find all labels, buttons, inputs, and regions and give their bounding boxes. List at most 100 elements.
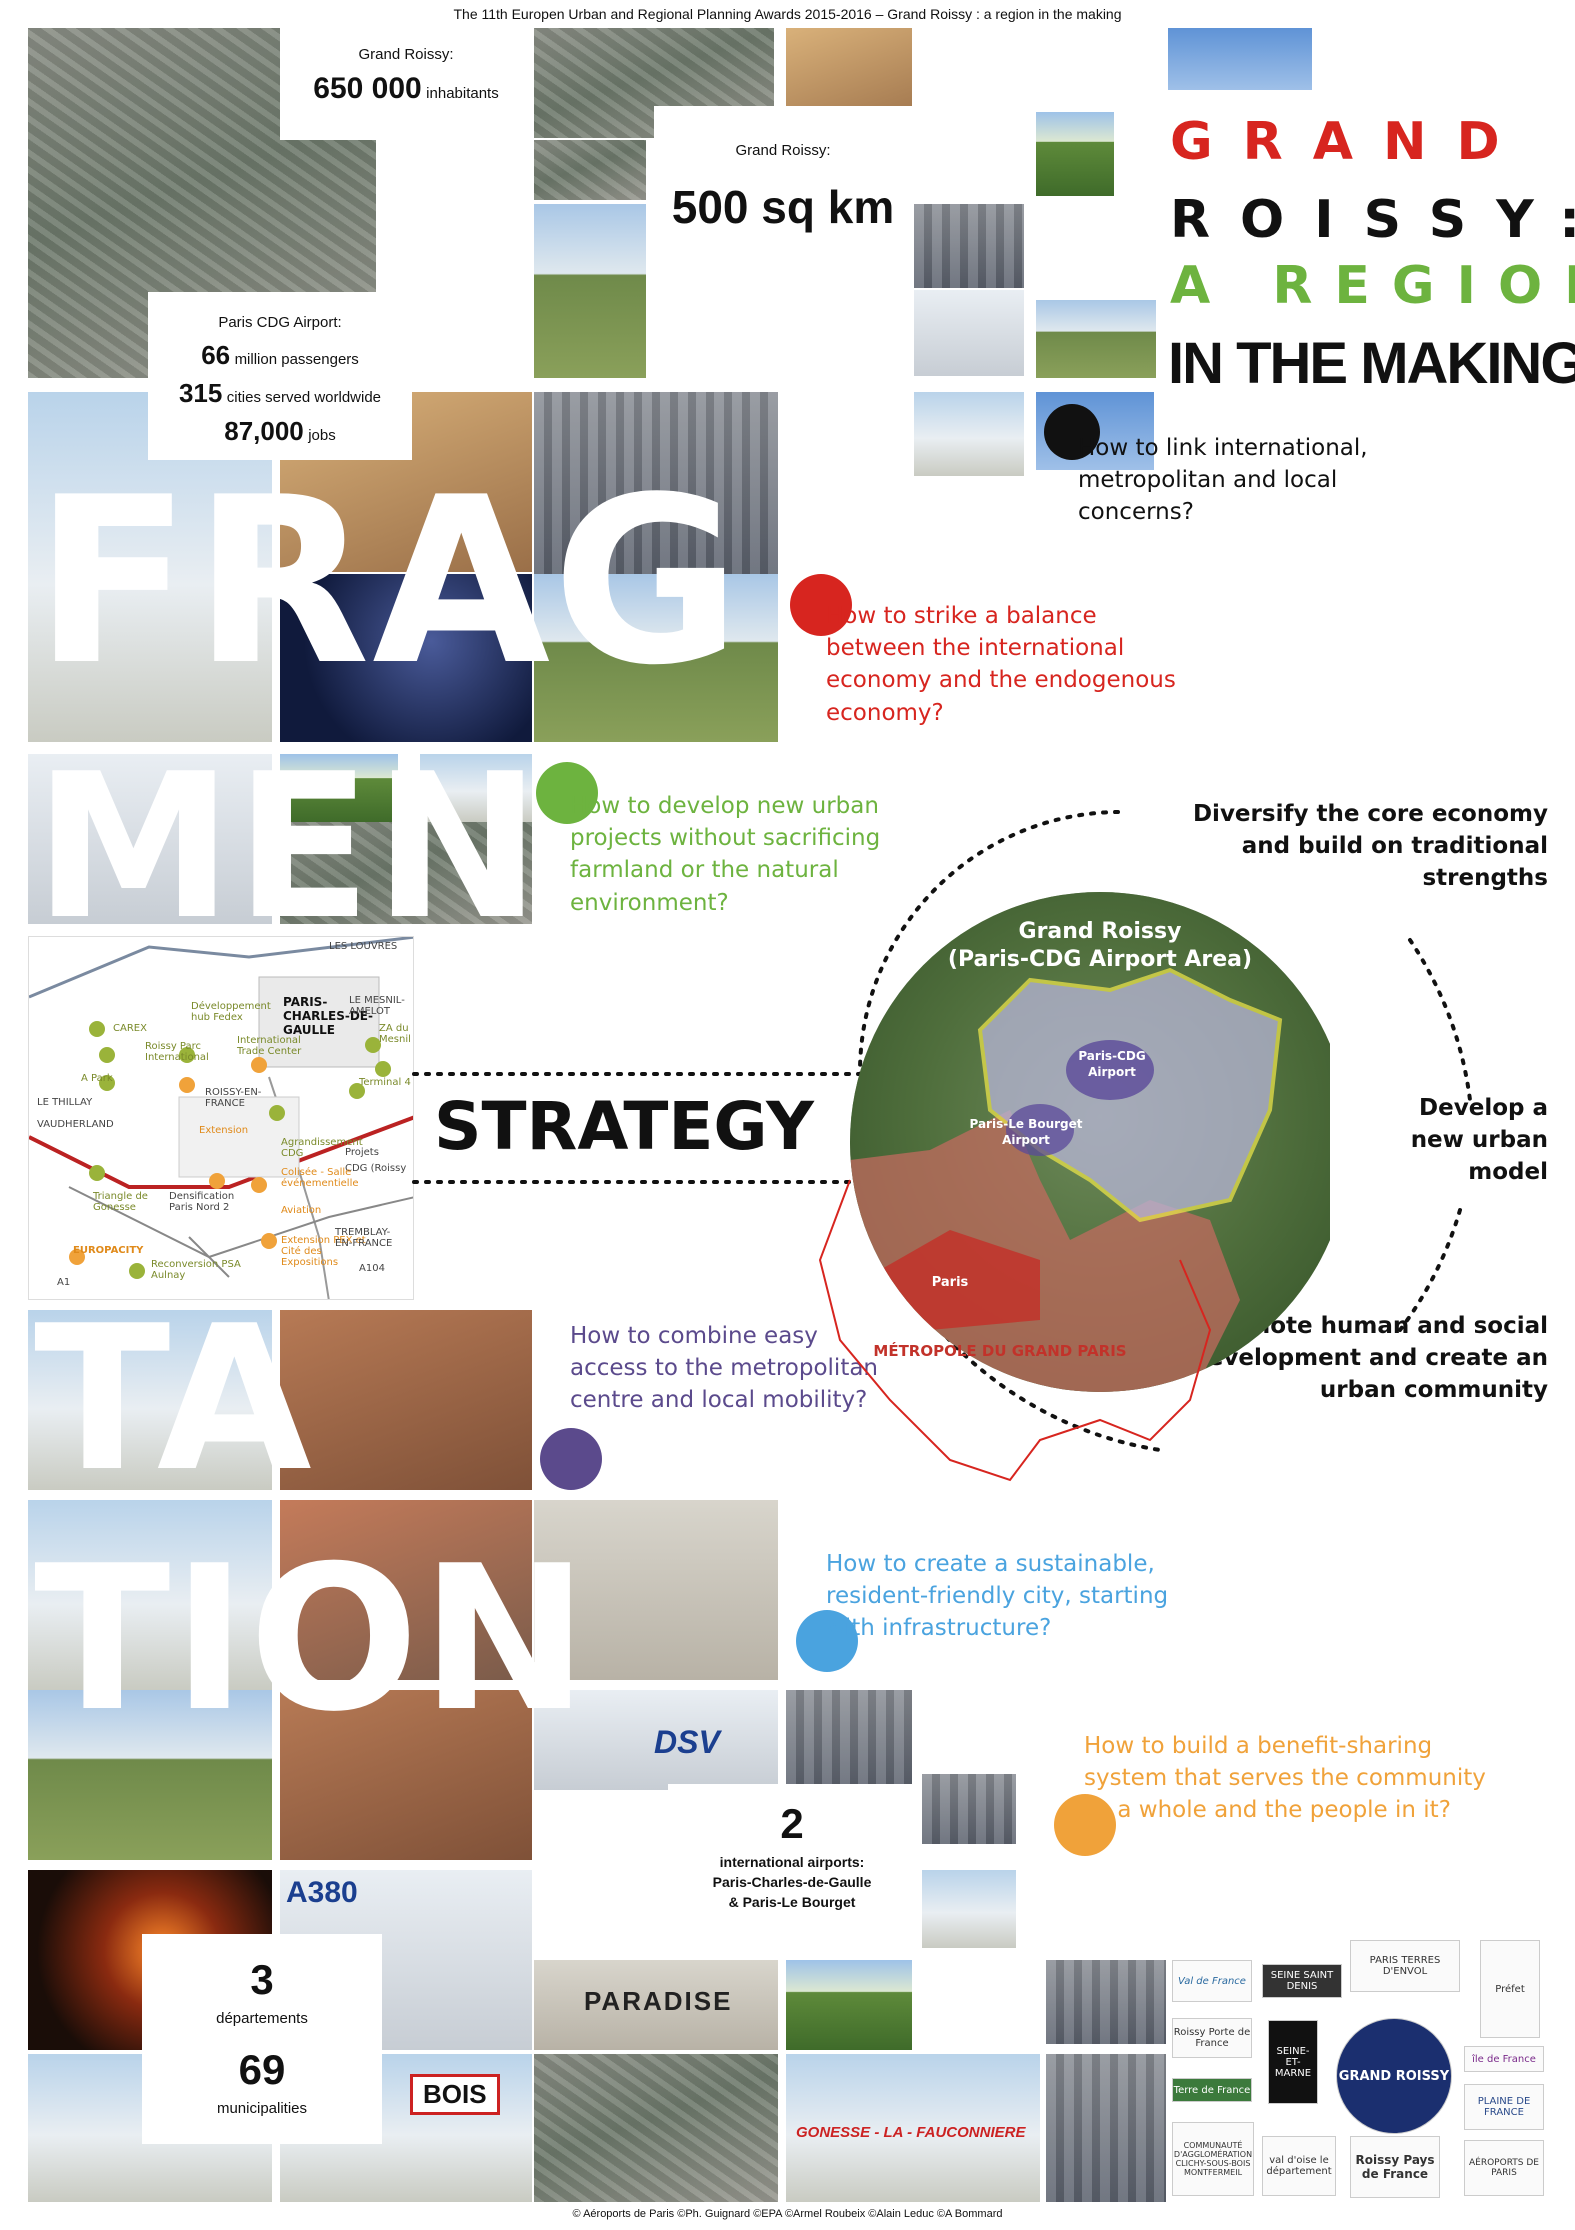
map-pin (89, 1165, 105, 1181)
map-label: Développement hub Fedex (191, 1001, 271, 1023)
airports-box: 2 international airports: Paris-Charles-… (668, 1784, 916, 1952)
map-label: Aviation (281, 1205, 322, 1216)
departements-box: 3 départements 69 municipalities (142, 1934, 382, 2144)
lebourget-map-label-2: Airport (1002, 1133, 1050, 1147)
map-label: LES LOUVRES (329, 941, 398, 952)
jobs-stat: 87,000 jobs (148, 416, 412, 447)
gonesse-text: GONESSE - LA - FAUCONNIERE (796, 2124, 1026, 2141)
map-label: Extension (199, 1125, 249, 1136)
village-aerial-photo (280, 1500, 532, 1680)
map-pin (365, 1037, 381, 1053)
population-stat: 650 000 inhabitants (280, 72, 532, 106)
tram-photo (28, 1310, 272, 1490)
jobs-unit: jobs (308, 427, 336, 444)
poster-header: The 11th Europen Urban and Regional Plan… (453, 6, 1122, 22)
photo-credits: © Aéroports de Paris ©Ph. Guignard ©EPA … (572, 2208, 1003, 2220)
logo-terre-de-france: Terre de France (1172, 2078, 1252, 2102)
area-box: Grand Roissy: 500 sq km (654, 106, 912, 294)
housing-estate-aerial-photo (534, 392, 778, 574)
map-label: Agrandissement CDG (281, 1137, 363, 1159)
map-pin (69, 1249, 85, 1265)
question-6: How to build a benefit-sharing system th… (1084, 1733, 1486, 1824)
map-label: A1 (57, 1277, 71, 1288)
map-pin (251, 1057, 267, 1073)
a380-text: A380 (286, 1876, 358, 1909)
question-4: How to combine easy access to the metrop… (570, 1323, 879, 1414)
warehouse-photo (914, 204, 1024, 288)
question-dot-black (1044, 404, 1100, 460)
map-label: Projets (345, 1147, 379, 1158)
map-pin (129, 1263, 145, 1279)
logo-val-d-oise: val d'oise le département (1262, 2136, 1336, 2196)
logo-clichy-montfermeil: COMMUNAUTÉ D'AGGLOMÉRATION CLICHY-SOUS-B… (1172, 2122, 1254, 2196)
map-label: ZA du Mesnil (379, 1023, 411, 1045)
map-pin (269, 1105, 285, 1121)
motorway-photo (420, 754, 532, 822)
road-photo (534, 140, 646, 200)
title-line-2: ROISSY: (1170, 190, 1575, 250)
office-building-photo (28, 754, 272, 924)
area-label: Grand Roissy: (735, 142, 831, 159)
title-line-4: IN THE MAKING (1168, 331, 1575, 396)
map-label: A Park (81, 1073, 113, 1084)
burned-car-photo (1046, 2054, 1166, 2202)
countryside-photo (534, 574, 778, 742)
airports-value: 2 (780, 1800, 804, 1847)
map-label: Roissy Parc International (145, 1041, 209, 1063)
map-pin (99, 1075, 115, 1091)
meadow-photo (1036, 300, 1156, 378)
title-line-3: A REGION (1170, 256, 1575, 316)
logo-seine-et-marne: SEINE-ET-MARNE (1268, 2020, 1318, 2104)
trees-photo (786, 1960, 912, 2050)
map-label: International Trade Center (237, 1035, 302, 1057)
population-box: Grand Roissy: 650 000 inhabitants (280, 28, 532, 140)
area-value: 500 sq km (671, 181, 895, 233)
cities-stat: 315 cities served worldwide (148, 378, 412, 409)
map-label: CAREX (113, 1023, 147, 1034)
circle-title-1: Grand Roissy (1019, 919, 1182, 944)
map-label: Densification Paris Nord 2 (169, 1191, 235, 1213)
map-label: TREMBLAY-EN-FRANCE (335, 1227, 393, 1249)
strategy-goal-2: Develop a new urban model (1410, 1095, 1548, 1186)
map-pin (251, 1177, 267, 1193)
paradise-wall-photo: PARADISE (534, 1960, 778, 2050)
chateau-photo (280, 1690, 532, 1860)
map-label: LE MESNIL-AMELOT (349, 995, 405, 1017)
logo-ile-de-france: île de France (1464, 2046, 1544, 2072)
map-pin (375, 1061, 391, 1077)
project-map: LES LOUVRES Développement hub Fedex CARE… (28, 936, 414, 1300)
garden-photo (280, 754, 398, 822)
population-value: 650 000 (313, 72, 422, 105)
question-dot-blue (796, 1610, 858, 1672)
dsv-text: DSV (654, 1724, 720, 1760)
airports-text-2: Paris-Charles-de-Gaulle (712, 1874, 872, 1890)
logo-plaine-de-france: PLAINE DE FRANCE (1464, 2084, 1544, 2130)
dsv-truck-photo: DSV (534, 1690, 778, 1790)
question-1: How to link international, metropolitan … (1078, 435, 1368, 526)
logo-paris-terres-envol: PARIS TERRES D'ENVOL (1350, 1940, 1460, 1992)
bois-sign-text: BOIS (410, 2074, 500, 2115)
cdg-map-label-2: Airport (1088, 1065, 1136, 1079)
title-line-1: GRAND (1170, 112, 1530, 172)
cdg-stats-box: Paris CDG Airport: 66 million passengers… (148, 292, 412, 460)
map-label: CDG (Roissy (345, 1163, 407, 1174)
airports-text-1: international airports: (719, 1854, 865, 1870)
map-label: A104 (359, 1263, 385, 1274)
population-unit: inhabitants (426, 85, 499, 102)
map-label: Colisée - Salle événementielle (281, 1167, 359, 1189)
logo-seine-saint-denis: SEINE SAINT DENIS (1262, 1964, 1342, 1998)
municipalities-label: municipalities (216, 2100, 308, 2117)
hotel-building-photo (280, 1310, 532, 1490)
passengers-value: 66 (201, 340, 231, 370)
sky-road-photo (914, 392, 1024, 476)
logo-val-de-france: Val de France (1172, 1960, 1252, 2002)
night-sky-plane-photo (280, 574, 532, 742)
castle-photo (1036, 112, 1114, 196)
strategy-goal-1: Diversify the core economy and build on … (1192, 801, 1548, 892)
question-3: How to develop new urban projects withou… (570, 793, 881, 916)
cdg-label: Paris CDG Airport: (218, 314, 342, 331)
paris-map-label: Paris (932, 1275, 969, 1290)
question-dot-purple (540, 1428, 602, 1490)
interchange-photo (280, 822, 532, 924)
